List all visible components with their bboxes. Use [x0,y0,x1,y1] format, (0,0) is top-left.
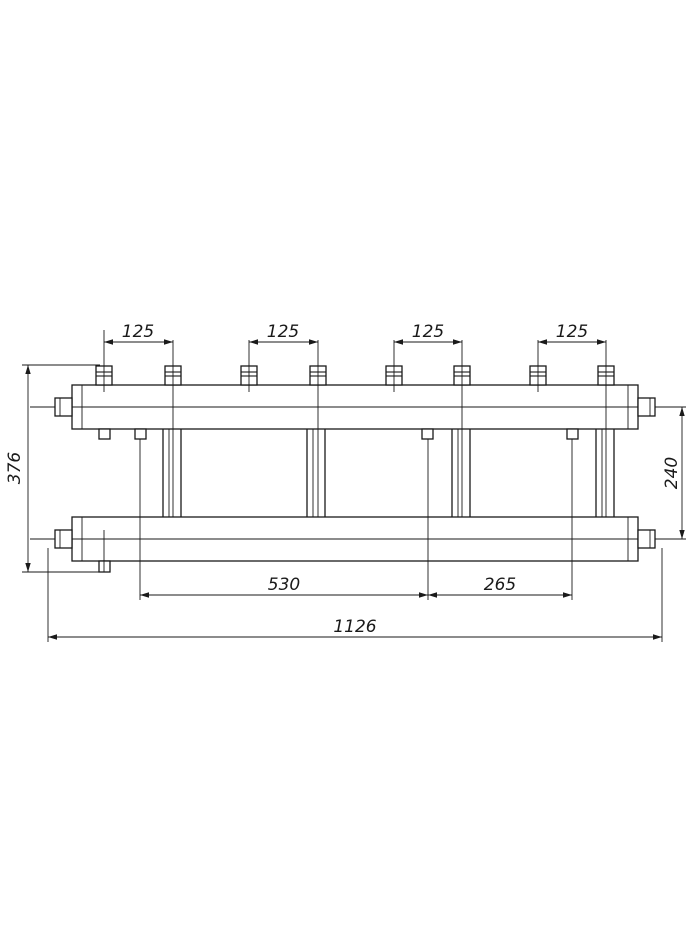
tube-3 [451,427,471,519]
tube-4 [595,427,615,519]
bottom-right-end-fitting [637,529,656,549]
top-header [30,384,675,440]
dim-spacing-4: 125 [556,322,588,342]
top-left-end-fitting [54,397,73,417]
bottom-header [30,516,675,573]
dim-left-offset: 530 [268,575,300,595]
dimension-lines [25,339,685,640]
outlet-connections [95,340,615,518]
dim-total-height: 376 [5,452,25,485]
dim-header-distance: 240 [662,457,682,489]
dim-spacing-3: 125 [412,322,444,342]
bottom-left-end-fitting [54,529,73,549]
extension-lines [22,330,686,642]
dim-spacing-1: 125 [122,322,154,342]
dim-spacing-2: 125 [267,322,299,342]
dim-total-length: 1126 [333,617,376,637]
connecting-tubes [162,427,615,519]
tube-2 [306,427,326,519]
dim-right-offset: 265 [484,575,516,595]
tube-1 [162,427,182,519]
top-right-end-fitting [637,397,656,417]
